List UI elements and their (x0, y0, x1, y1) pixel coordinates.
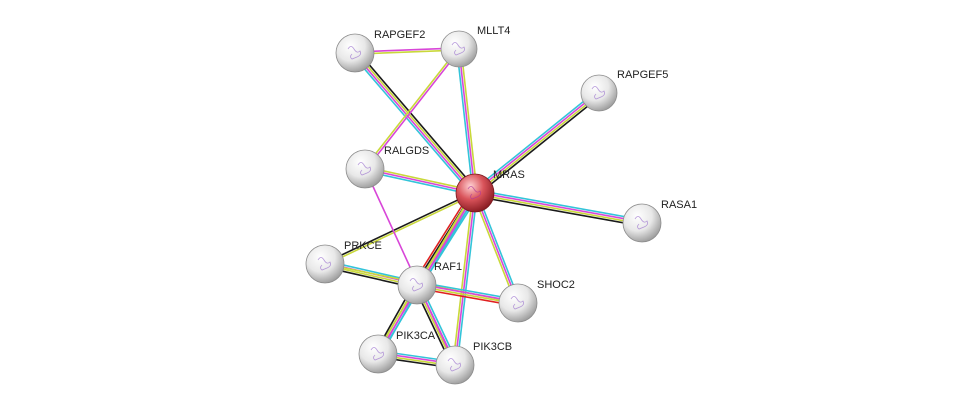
node-circle[interactable] (622, 203, 662, 243)
node-circle[interactable] (345, 149, 385, 189)
edge-evidence-experimental (474, 192, 519, 304)
edge-evidence-database (475, 189, 643, 221)
node-circle[interactable] (580, 74, 618, 112)
protein-structure-icon (409, 278, 423, 292)
node-circle[interactable] (397, 265, 437, 305)
edge-mras-rapgef2[interactable] (352, 50, 478, 196)
edge-evidence-experimental (475, 191, 643, 223)
edge-evidence-database (472, 89, 598, 192)
edge-evidence-textmining (452, 192, 474, 365)
node-label: MLLT4 (477, 25, 510, 37)
edge-evidence-experimental (454, 192, 476, 366)
node-label: PRKCE (344, 240, 382, 252)
edge-evidence-coexpression (324, 191, 475, 264)
node-circle[interactable] (305, 244, 345, 284)
node-label: RAPGEF5 (617, 69, 668, 81)
node-pik3cb[interactable]: PIK3CB (435, 341, 512, 385)
node-label: RAPGEF2 (374, 29, 425, 41)
protein-structure-icon (317, 257, 331, 271)
node-label: RASA1 (661, 199, 697, 211)
node-rapgef2[interactable]: RAPGEF2 (335, 29, 425, 73)
edge-evidence-experimental (473, 91, 599, 193)
protein-structure-icon (467, 186, 481, 200)
node-circle[interactable] (435, 345, 475, 385)
node-circle[interactable] (440, 30, 478, 68)
protein-structure-icon (447, 358, 461, 372)
node-prkce[interactable]: PRKCE (305, 240, 382, 284)
edge-evidence-coexpression (476, 94, 602, 197)
edge-mras-shoc2[interactable] (472, 191, 521, 305)
edge-mllt4-ralgds[interactable] (363, 47, 461, 171)
node-label: MRAS (493, 169, 525, 181)
protein-structure-icon (510, 296, 524, 310)
edge-evidence-experimental (353, 53, 475, 195)
node-label: RALGDS (384, 145, 429, 157)
edge-evidence-textmining (472, 193, 517, 305)
edge-evidence-database (352, 54, 474, 196)
node-circle[interactable] (358, 334, 398, 374)
edge-evidence-textmining (475, 93, 601, 195)
edge-evidence-database (456, 193, 478, 366)
edge-evidence-experimental (365, 49, 461, 171)
protein-structure-icon (347, 46, 361, 60)
node-pik3ca[interactable]: PIK3CA (358, 330, 436, 374)
node-ralgds[interactable]: RALGDS (345, 145, 429, 189)
edge-mras-rasa1[interactable] (474, 189, 643, 227)
protein-structure-icon (634, 216, 648, 230)
node-shoc2[interactable]: SHOC2 (498, 279, 575, 323)
protein-structure-icon (591, 86, 605, 100)
node-label: SHOC2 (537, 279, 575, 291)
edge-evidence-textmining (460, 48, 478, 193)
edge-mras-rapgef5[interactable] (472, 89, 602, 197)
node-rapgef5[interactable]: RAPGEF5 (580, 69, 668, 112)
edge-mras-prkce[interactable] (324, 191, 476, 266)
protein-structure-icon (357, 162, 371, 176)
node-mras[interactable]: MRAS (455, 169, 525, 213)
edge-evidence-database (456, 49, 474, 194)
edge-mras-pik3cb[interactable] (452, 192, 478, 366)
node-label: RAF1 (434, 261, 462, 273)
node-label: PIK3CA (396, 330, 436, 342)
node-circle[interactable] (498, 283, 538, 323)
edge-evidence-textmining (363, 47, 459, 169)
edge-evidence-coexpression (356, 50, 478, 192)
edge-evidence-coexpression (474, 195, 642, 227)
node-raf1[interactable]: RAF1 (397, 261, 462, 305)
node-circle[interactable] (455, 173, 495, 213)
protein-structure-icon (451, 42, 465, 56)
node-circle[interactable] (335, 33, 375, 73)
edge-mras-mllt4[interactable] (456, 48, 478, 194)
edge-evidence-database (476, 191, 521, 303)
node-mllt4[interactable]: MLLT4 (440, 25, 510, 68)
edge-evidence-experimental (458, 48, 476, 194)
edge-evidence-textmining (355, 51, 477, 193)
protein-structure-icon (370, 347, 384, 361)
edge-evidence-textmining (325, 193, 476, 266)
edge-evidence-textmining (474, 193, 642, 225)
node-rasa1[interactable]: RASA1 (622, 199, 697, 243)
node-label: PIK3CB (473, 341, 512, 353)
